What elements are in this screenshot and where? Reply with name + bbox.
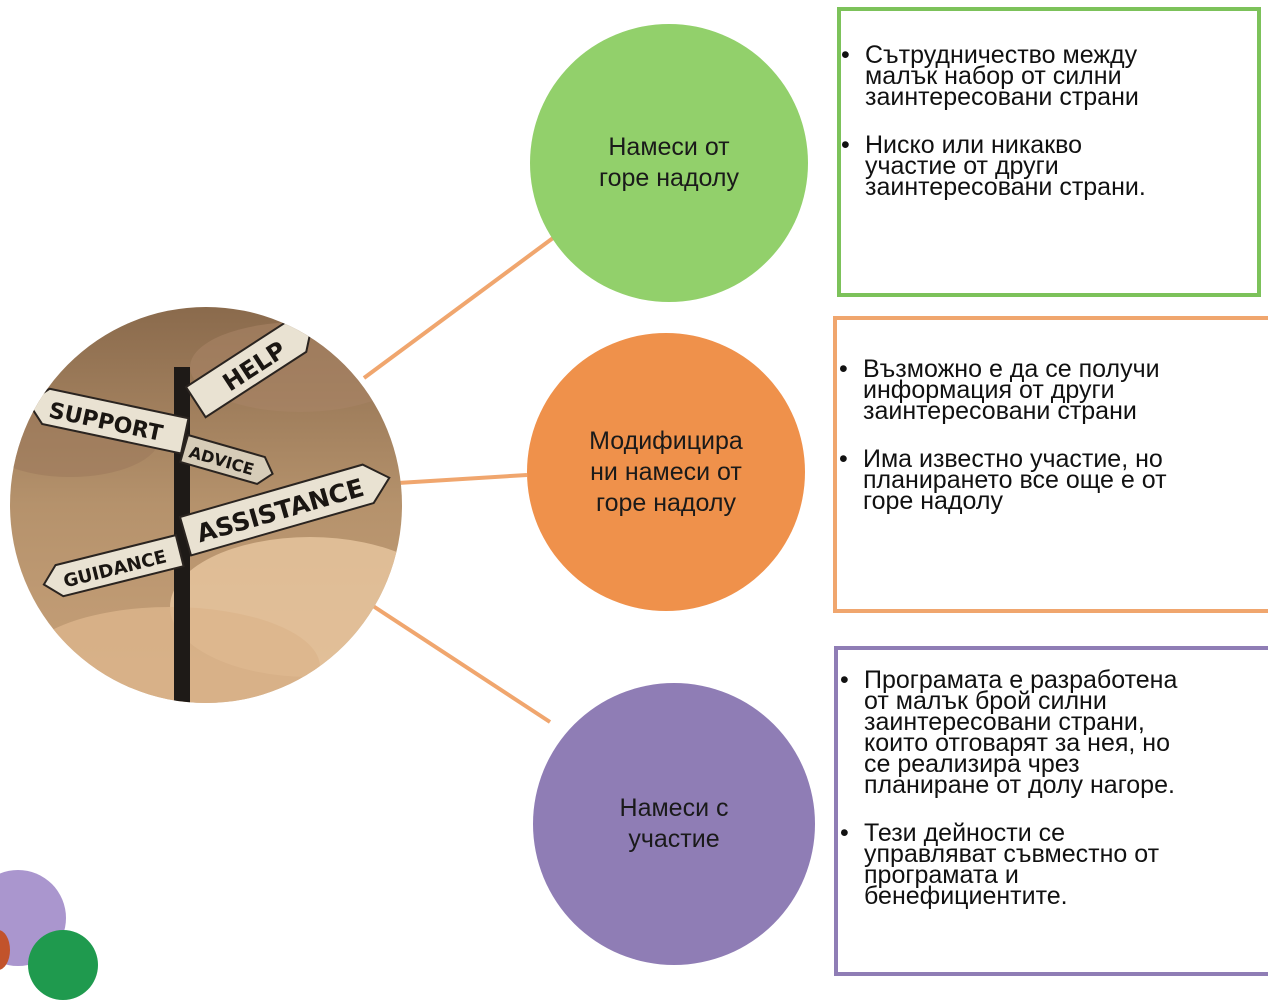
bullet-item: Програмата е разработена от малък брой с… bbox=[840, 666, 1178, 799]
bullet-item: Възможно е да се получи информация от др… bbox=[839, 355, 1167, 425]
node-top-down: Намеси от горе надолу bbox=[530, 24, 808, 302]
bullet-line: се реализира чрез bbox=[864, 750, 1080, 778]
connector-bottom bbox=[368, 602, 552, 724]
bullet-line: Ниско или никакво bbox=[865, 131, 1083, 159]
node-top-down-label-line: горе надолу bbox=[599, 164, 739, 192]
bullet-line: програмата и bbox=[864, 861, 1019, 889]
bullet-line: заинтересовани страни, bbox=[864, 708, 1145, 736]
connector-top bbox=[362, 236, 555, 380]
node-modified-label: Модифицира ни намеси от горе надолу bbox=[589, 426, 743, 519]
node-modified-top-down: Модифицира ни намеси от горе надолу bbox=[527, 333, 805, 611]
node-top-down-label: Намеси от горе надолу bbox=[599, 132, 739, 194]
bullet-item: Тези дейности се управляват съвместно от… bbox=[840, 819, 1177, 910]
node-participatory-label-line: Намеси с bbox=[619, 794, 729, 822]
bullet-line: участие от други bbox=[865, 152, 1059, 180]
connector-middle bbox=[397, 473, 528, 485]
bullet-line: от малък брой силни bbox=[864, 687, 1107, 715]
bullet-item: Сътрудничество между малък набор от силн… bbox=[841, 41, 1146, 111]
bullet-line: които отговарят за нея, но bbox=[864, 729, 1171, 757]
bullet-line: заинтересовани страни bbox=[865, 83, 1139, 111]
bullet-line: информация от други bbox=[863, 376, 1115, 404]
bullet-line: малък набор от силни bbox=[865, 62, 1122, 90]
signpost-illustration: HELP SUPPORT ADVICE ASSISTANCE GUIDANCE bbox=[10, 307, 402, 703]
bullet-line: Програмата е разработена bbox=[864, 666, 1178, 694]
bullet-line: горе надолу bbox=[863, 487, 1003, 515]
bullet-item: Има известно участие, но планирането все… bbox=[839, 445, 1167, 515]
node-modified-label-line: горе надолу bbox=[596, 488, 736, 517]
bullet-line: заинтересовани страни. bbox=[865, 173, 1146, 201]
node-top-down-label-line: Намеси от bbox=[608, 133, 730, 161]
bullet-line: бенефициентите. bbox=[864, 882, 1068, 910]
bullet-line: управляват съвместно от bbox=[864, 840, 1160, 868]
decorative-circle-green bbox=[28, 930, 98, 1000]
bullet-line: Сътрудничество между bbox=[865, 41, 1138, 69]
bullet-list: Сътрудничество между малък набор от силн… bbox=[841, 41, 1146, 201]
description-box-participatory: Програмата е разработена от малък брой с… bbox=[834, 646, 1268, 976]
bullet-line: Има известно участие, но bbox=[863, 445, 1163, 473]
description-box-modified: Възможно е да се получи информация от др… bbox=[833, 316, 1268, 613]
node-modified-label-line: ни намеси от bbox=[590, 457, 742, 486]
node-participatory-label: Намеси с участие bbox=[620, 793, 729, 855]
signpost-photo: HELP SUPPORT ADVICE ASSISTANCE GUIDANCE bbox=[10, 307, 402, 703]
bullet-item: Ниско или никакво участие от други заинт… bbox=[841, 131, 1146, 201]
bullet-line: Възможно е да се получи bbox=[863, 355, 1160, 383]
bullet-line: Тези дейности се bbox=[864, 819, 1066, 847]
bullet-list: Възможно е да се получи информация от др… bbox=[839, 355, 1167, 515]
decorative-circle-red bbox=[0, 930, 10, 970]
bullet-line: заинтересовани страни bbox=[863, 397, 1137, 425]
node-modified-label-line: Модифицира bbox=[589, 426, 743, 455]
description-box-top-down: Сътрудничество между малък набор от силн… bbox=[837, 7, 1261, 297]
connector-lines bbox=[362, 236, 555, 724]
bullet-line: планирането все още е от bbox=[863, 466, 1167, 494]
node-participatory: Намеси с участие bbox=[533, 683, 815, 965]
node-participatory-label-line: участие bbox=[628, 825, 720, 853]
bullet-list: Програмата е разработена от малък брой с… bbox=[840, 666, 1178, 910]
bullet-line: планиране от долу нагоре. bbox=[864, 771, 1175, 799]
